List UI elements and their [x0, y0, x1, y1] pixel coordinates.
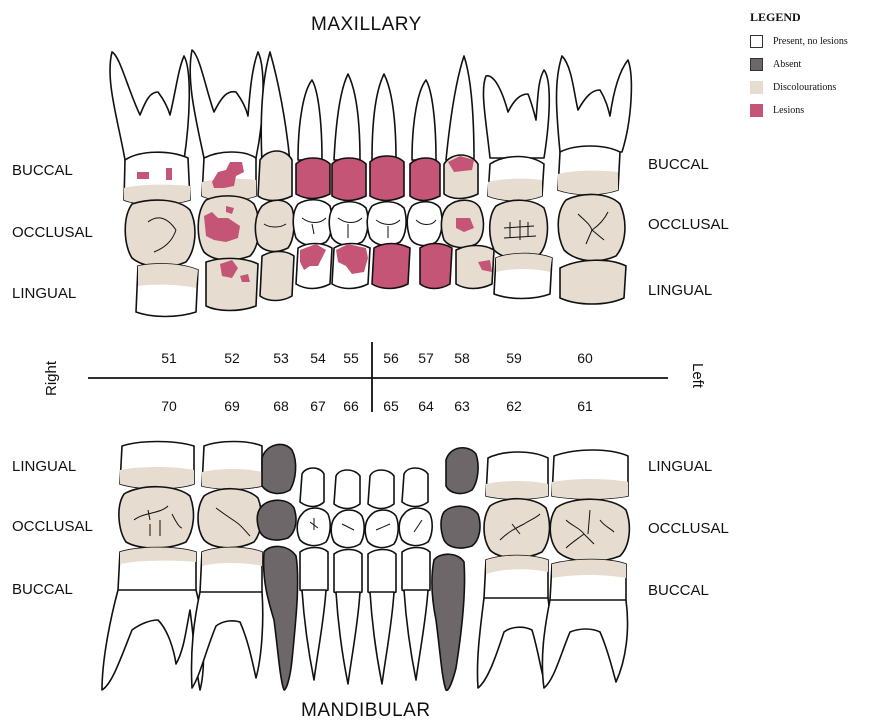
- tooth-59-occlusal: [490, 200, 548, 259]
- lower-tooth-69: [191, 442, 262, 689]
- tooth-68-buccal-root: [264, 546, 298, 690]
- tooth-67-root: [302, 590, 326, 680]
- tooth-61-occlusal: [550, 499, 629, 561]
- tooth-51-lesion-2: [166, 168, 172, 180]
- tooth-59-roots: [483, 70, 549, 158]
- tooth-52-roots: [190, 50, 263, 158]
- lower-tooth-63: [432, 448, 480, 691]
- tooth-56-lingual: [372, 244, 410, 289]
- lower-tooth-62: [477, 452, 550, 688]
- tooth-70-roots: [102, 590, 203, 690]
- tooth-65-buccal: [368, 550, 396, 596]
- tooth-51-lesion-1: [137, 172, 149, 179]
- tooth-56-buccal: [370, 156, 404, 201]
- tooth-61-lingual-discolouration: [552, 479, 628, 499]
- tooth-51-lingual-discolouration: [138, 264, 198, 288]
- tooth-53-lingual: [260, 252, 294, 301]
- lower-tooth-64: [399, 468, 432, 680]
- lower-tooth-67: [297, 468, 330, 680]
- tooth-51-occlusal: [125, 200, 195, 267]
- tooth-64-root: [404, 590, 428, 680]
- tooth-64-occlusal: [399, 508, 432, 546]
- tooth-55-root: [334, 74, 360, 160]
- tooth-57-lingual: [420, 244, 452, 289]
- tooth-60-buccal-discolouration: [558, 171, 618, 195]
- tooth-54-buccal: [296, 158, 330, 199]
- tooth-70-occlusal: [119, 487, 194, 548]
- upper-tooth-51: [110, 52, 198, 317]
- tooth-58-root: [446, 56, 474, 160]
- tooth-54-root: [298, 80, 322, 160]
- tooth-57-occlusal: [407, 202, 442, 246]
- tooth-57-root: [412, 80, 436, 160]
- tooth-51-roots: [110, 52, 189, 160]
- tooth-65-occlusal: [365, 510, 398, 548]
- tooth-57-buccal: [410, 158, 440, 201]
- tooth-60-lingual: [560, 260, 626, 304]
- tooth-70-lingual-discolouration: [120, 467, 194, 489]
- tooth-63-lingual: [446, 448, 478, 494]
- tooth-59-buccal-discolouration: [488, 179, 542, 201]
- tooth-62-lingual-discolouration: [486, 481, 548, 499]
- lower-tooth-61: [542, 450, 629, 688]
- tooth-61-roots: [542, 600, 627, 688]
- tooth-56-root: [372, 74, 396, 160]
- tooth-68-occlusal: [257, 500, 296, 540]
- tooth-69-lingual-discolouration: [202, 469, 262, 489]
- upper-tooth-55: [329, 74, 370, 289]
- tooth-60-roots: [557, 56, 632, 152]
- tooth-66-buccal: [334, 550, 362, 596]
- tooth-64-lingual: [402, 468, 428, 507]
- lower-tooth-70: [102, 442, 203, 691]
- tooth-63-buccal-root: [432, 554, 465, 690]
- tooth-63-occlusal: [441, 506, 480, 548]
- tooth-66-lingual: [334, 470, 360, 509]
- upper-tooth-60: [557, 56, 632, 304]
- tooth-66-occlusal: [331, 510, 364, 548]
- tooth-66-root: [336, 592, 360, 684]
- tooth-60-occlusal: [558, 194, 625, 260]
- tooth-65-root: [370, 592, 394, 684]
- tooth-55-occlusal: [329, 202, 368, 246]
- tooth-53-buccal: [258, 151, 292, 201]
- tooth-53-occlusal: [255, 200, 294, 251]
- tooth-53-root: [261, 52, 290, 162]
- lower-tooth-68: [257, 444, 297, 690]
- tooth-64-buccal: [402, 548, 430, 594]
- lower-tooth-66: [331, 470, 364, 684]
- tooth-56-occlusal: [367, 202, 406, 246]
- lower-tooth-65: [365, 470, 398, 684]
- upper-tooth-56: [367, 74, 410, 289]
- upper-tooth-54: [293, 80, 332, 289]
- tooth-67-buccal: [300, 548, 328, 594]
- tooth-68-lingual: [262, 444, 296, 493]
- tooth-67-lingual: [300, 468, 324, 507]
- tooth-65-lingual: [368, 470, 394, 509]
- tooth-62-roots: [477, 598, 550, 688]
- upper-tooth-52: [190, 50, 263, 311]
- tooth-55-buccal: [332, 158, 366, 201]
